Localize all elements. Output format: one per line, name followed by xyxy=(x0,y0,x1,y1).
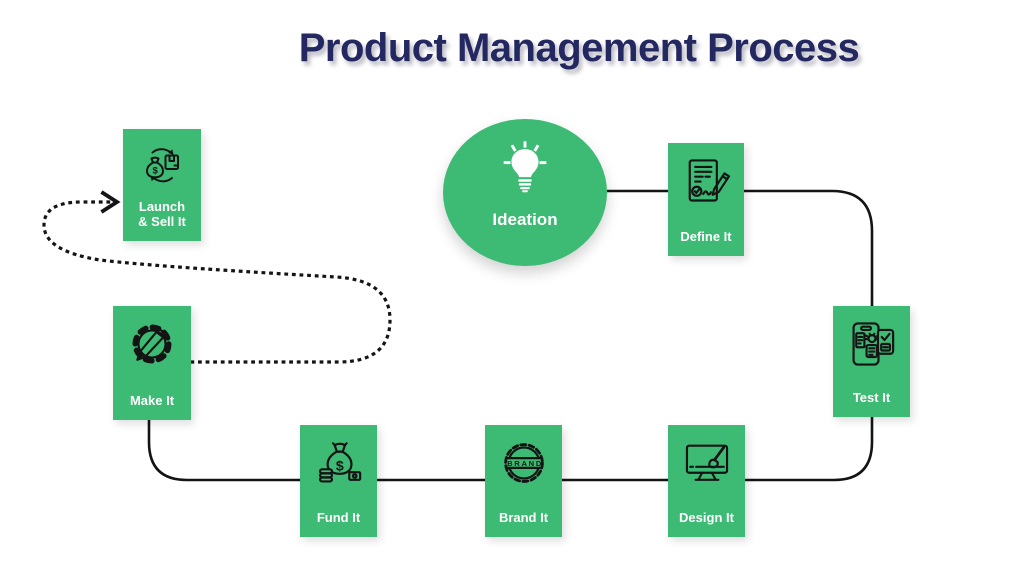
node-label-launch-line2: & Sell It xyxy=(138,214,186,229)
node-label-define: Define It xyxy=(680,229,732,244)
brand-badge-icon: BRAND xyxy=(503,443,544,483)
money-bag-icon: $ xyxy=(318,442,361,483)
node-launch-sell-it: $ Launch & Sell It xyxy=(123,129,201,241)
wire-make-to-launch-dotted xyxy=(42,200,392,364)
node-fund-it: $ Fund It xyxy=(300,425,377,537)
node-label-test: Test It xyxy=(852,390,891,405)
dollar-sign-text: $ xyxy=(335,458,343,474)
node-ideation: Ideation xyxy=(443,119,607,266)
node-label-fund: Fund It xyxy=(316,510,361,525)
node-design-it: Design It xyxy=(668,425,745,537)
node-label-launch: Launch & Sell It xyxy=(138,199,186,241)
sell-exchange-icon: $ xyxy=(146,148,179,183)
brand-badge-text: BRAND xyxy=(507,459,543,468)
node-make-it: Make It xyxy=(113,306,191,420)
node-brand-it: BRAND Brand It xyxy=(485,425,562,537)
node-label-make: Make It xyxy=(129,393,175,408)
node-test-it: Test It xyxy=(833,306,910,417)
mobile-bug-check-icon xyxy=(852,322,894,366)
node-define-it: Define It xyxy=(668,143,744,256)
dollar-sign-text: $ xyxy=(153,166,159,177)
node-label-design: Design It xyxy=(679,510,734,525)
page-title: Product Management Process xyxy=(298,26,860,70)
gear-pencil-icon xyxy=(132,324,172,364)
arrowhead-icon xyxy=(100,190,121,214)
node-label-ideation: Ideation xyxy=(492,210,558,229)
document-pen-icon xyxy=(688,159,731,202)
lightbulb-icon xyxy=(503,141,547,193)
node-label-brand: Brand It xyxy=(498,510,549,525)
monitor-brush-icon xyxy=(685,444,728,481)
wire-define-to-test xyxy=(744,189,874,306)
node-label-launch-line1: Launch xyxy=(138,199,186,214)
